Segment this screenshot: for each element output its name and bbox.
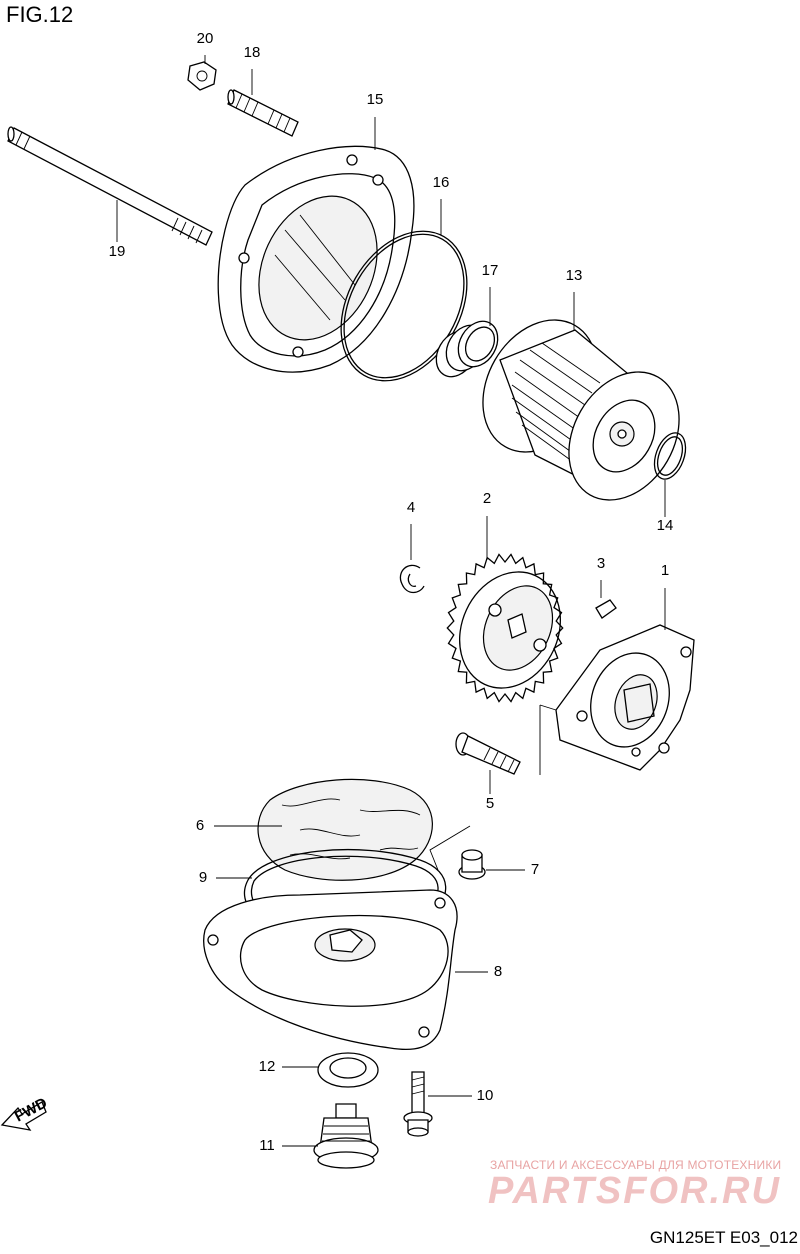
part-19-long-stud	[7, 126, 213, 246]
part-number-label: 10	[477, 1087, 494, 1104]
part-number-label: 6	[196, 817, 204, 834]
part-11-drain-plug	[313, 1103, 379, 1169]
part-2-gear	[446, 553, 564, 703]
part-number-label: 1	[661, 562, 669, 579]
part-17-spring	[435, 320, 499, 378]
part-number-label: 15	[367, 91, 384, 108]
drawing-code: GN125ET E03_012	[649, 1228, 798, 1247]
part-7-bolt	[458, 849, 486, 880]
watermark-caption: ЗАПЧАСТИ И АКСЕССУАРЫ ДЛЯ МОТОТЕХНИКИ	[490, 1158, 782, 1172]
part-number-label: 17	[482, 262, 499, 279]
fwd-arrow-icon: FWD	[0, 1094, 50, 1131]
part-6-strainer	[257, 778, 433, 881]
part-number-label: 5	[486, 795, 494, 812]
part-1-oil-pump	[539, 624, 695, 775]
part-14-o-ring	[653, 432, 687, 480]
part-number-label: 3	[597, 555, 605, 572]
watermark-logo: PARTSFOR.RU	[488, 1170, 781, 1212]
part-number-label: 2	[483, 490, 491, 507]
part-10-flange-bolt	[403, 1071, 433, 1137]
part-8-oil-pan-cover	[203, 889, 458, 1051]
part-5-screw	[455, 732, 521, 775]
part-number-label: 11	[259, 1137, 275, 1154]
part-number-label: 20	[197, 30, 214, 47]
part-number-label: 4	[407, 499, 415, 516]
part-number-label: 14	[657, 517, 674, 534]
part-number-label: 13	[566, 267, 583, 284]
part-4-circlip	[399, 564, 425, 594]
part-13-oil-filter	[482, 319, 680, 501]
figure-title: FIG.12	[6, 2, 74, 27]
part-12-washer	[317, 1052, 379, 1088]
part-number-label: 9	[199, 869, 207, 886]
part-number-label: 18	[244, 44, 261, 61]
part-18-short-stud	[227, 89, 299, 137]
part-15-filter-cover	[217, 145, 415, 373]
part-number-label: 19	[109, 243, 126, 260]
part-number-label: 8	[494, 963, 502, 980]
part-3-pin	[595, 599, 617, 619]
part-20-nut	[187, 61, 217, 91]
part-number-label: 16	[433, 174, 450, 191]
part-number-label: 12	[259, 1058, 276, 1075]
part-number-label: 7	[531, 861, 539, 878]
